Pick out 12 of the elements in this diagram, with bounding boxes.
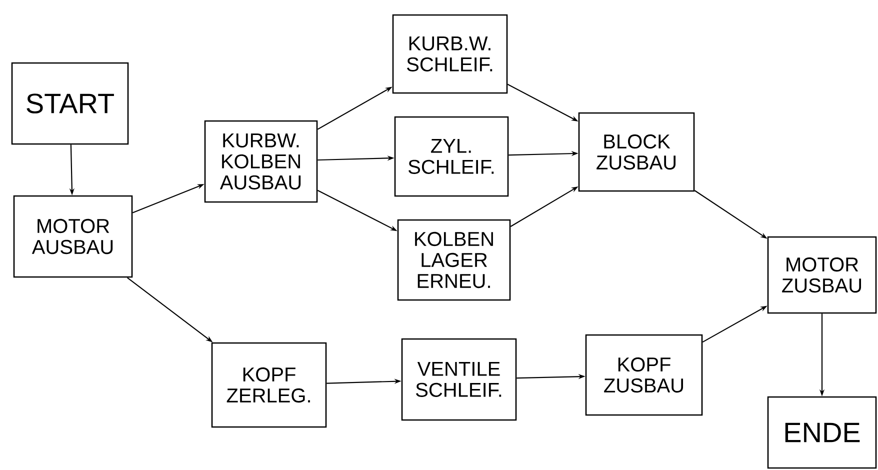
process-box: KOPF ZUSBAU <box>585 334 703 416</box>
process-box: VENTILE SCHLEIF. <box>401 338 517 421</box>
process-box: KURBW. KOLBEN AUSBAU <box>204 120 318 203</box>
process-box: ZYL. SCHLEIF. <box>394 116 509 197</box>
process-box: KURB.W. SCHLEIF. <box>392 14 508 94</box>
process-box: BLOCK ZUSBAU <box>578 112 695 192</box>
process-box: MOTOR ZUSBAU <box>767 236 877 314</box>
process-box: KOPF ZERLEG. <box>211 342 327 428</box>
process-box: START <box>11 62 129 145</box>
process-box: MOTOR AUSBAU <box>13 195 133 278</box>
process-box: KOLBEN LAGER ERNEU. <box>397 219 511 301</box>
process-box: ENDE <box>767 396 877 469</box>
